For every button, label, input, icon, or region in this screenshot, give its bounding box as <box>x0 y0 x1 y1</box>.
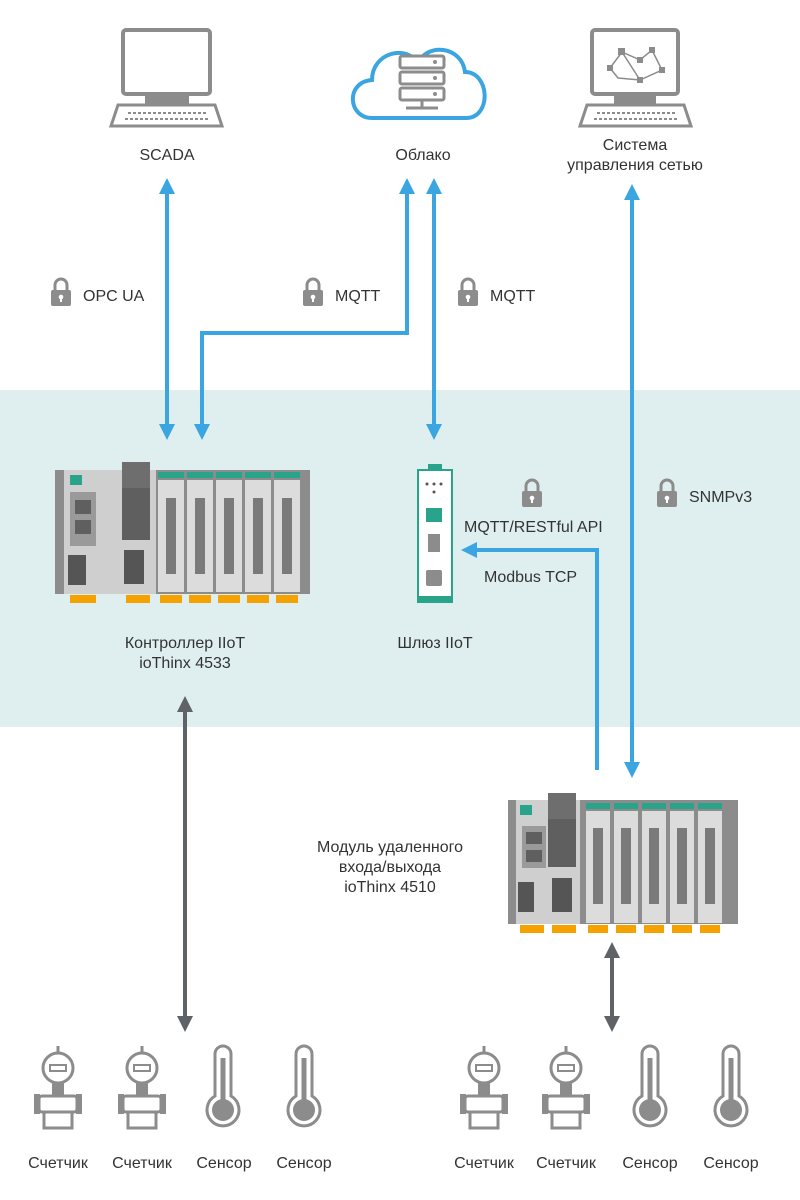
flowmeter-icon <box>32 1044 84 1130</box>
flowmeter-icon <box>116 1044 168 1130</box>
nms-label-line2: управления сетью <box>567 157 703 174</box>
lock-icon <box>456 277 480 308</box>
device-label-sensor: Сенсор <box>196 1155 252 1172</box>
controller-label: Контроллер IIoT ioThinx 4533 <box>95 634 275 674</box>
thermometer-icon <box>713 1044 749 1128</box>
protocol-snmp: SNMPv3 <box>689 489 753 506</box>
flowmeter-icon <box>540 1044 592 1130</box>
nms-label: Система управления сетью <box>545 136 725 176</box>
device-label-sensor: Сенсор <box>703 1155 759 1172</box>
protocol-modbus: Modbus TCP <box>484 569 578 586</box>
protocol-opcua: OPC UA <box>83 288 145 305</box>
protocol-mqtt-restful: MQTT/RESTful API <box>464 519 603 536</box>
protocol-mqtt-controller: MQTT <box>335 288 381 305</box>
lock-icon <box>301 277 325 308</box>
remote-io-label-line1: Модуль удаленного <box>316 839 464 856</box>
remote-io-label-line3: ioThinx 4510 <box>344 879 436 896</box>
remote-io-label: Модуль удаленного входа/выхода ioThinx 4… <box>292 838 488 898</box>
controller-device <box>55 462 310 603</box>
device-label-meter: Счетчик <box>28 1155 88 1172</box>
gateway-label: Шлюз IIoT <box>397 635 473 652</box>
thermometer-icon <box>286 1044 322 1128</box>
lock-icon <box>49 277 73 308</box>
controller-label-line1: Контроллер IIoT <box>124 635 246 652</box>
device-label-meter: Счетчик <box>454 1155 514 1172</box>
thermometer-icon <box>205 1044 241 1128</box>
nms-label-line1: Система <box>602 137 668 154</box>
device-label-sensor: Сенсор <box>276 1155 332 1172</box>
cloud-server-icon <box>350 47 487 120</box>
modbus-link <box>461 542 599 770</box>
protocol-mqtt-gateway: MQTT <box>490 288 536 305</box>
network-monitor-icon <box>577 28 694 128</box>
device-label-sensor: Сенсор <box>622 1155 678 1172</box>
lock-icon <box>655 478 679 509</box>
flowmeter-icon <box>458 1044 510 1130</box>
scada-computer-icon <box>108 28 225 128</box>
thermometer-icon <box>632 1044 668 1128</box>
controller-label-line2: ioThinx 4533 <box>139 655 231 672</box>
gateway-device <box>417 464 453 603</box>
remote-io-device <box>508 793 738 933</box>
device-label-meter: Счетчик <box>536 1155 596 1172</box>
controller-mqtt-link <box>194 178 415 440</box>
cloud-label: Облако <box>395 147 451 164</box>
device-label-meter: Счетчик <box>112 1155 172 1172</box>
lock-icon <box>520 478 544 509</box>
scada-label: SCADA <box>139 147 195 164</box>
remote-io-label-line2: входа/выхода <box>338 859 442 876</box>
